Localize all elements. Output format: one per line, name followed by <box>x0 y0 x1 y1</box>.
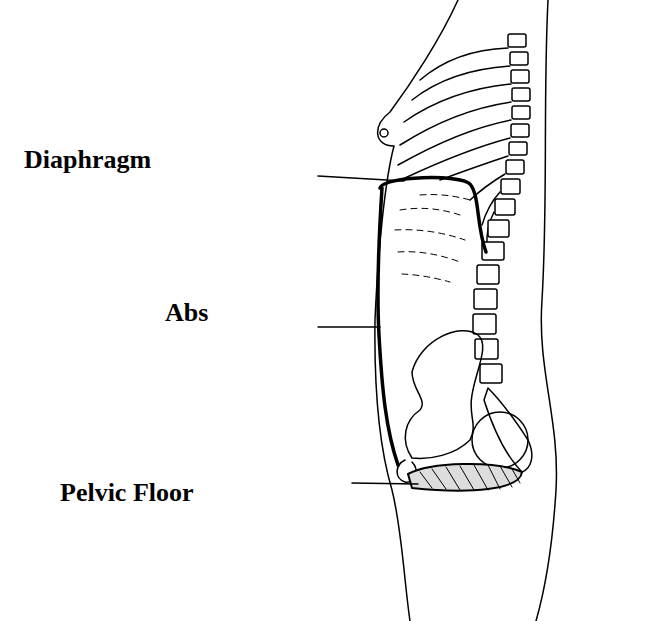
ribs <box>398 48 511 245</box>
diaphragm-muscle <box>380 178 486 252</box>
sacrum <box>484 388 532 472</box>
femur-head <box>472 412 528 468</box>
body-front-outline <box>375 0 458 621</box>
nipple <box>380 129 388 137</box>
body-back-outline <box>536 0 556 621</box>
pelvic-floor-muscle <box>408 464 522 491</box>
leader-line <box>318 326 380 328</box>
part-label: Pelvic Floor <box>60 478 194 508</box>
leader-line <box>352 483 418 484</box>
abdominal-wall <box>378 188 398 465</box>
part-label: Diaphragm <box>24 145 151 175</box>
organ-dashes <box>395 195 470 282</box>
part-label: Abs <box>165 298 208 328</box>
vertebrae <box>473 34 530 383</box>
pelvic-floor-hatch <box>420 465 520 490</box>
pelvis-bone <box>405 331 482 459</box>
leader-line <box>318 176 404 181</box>
